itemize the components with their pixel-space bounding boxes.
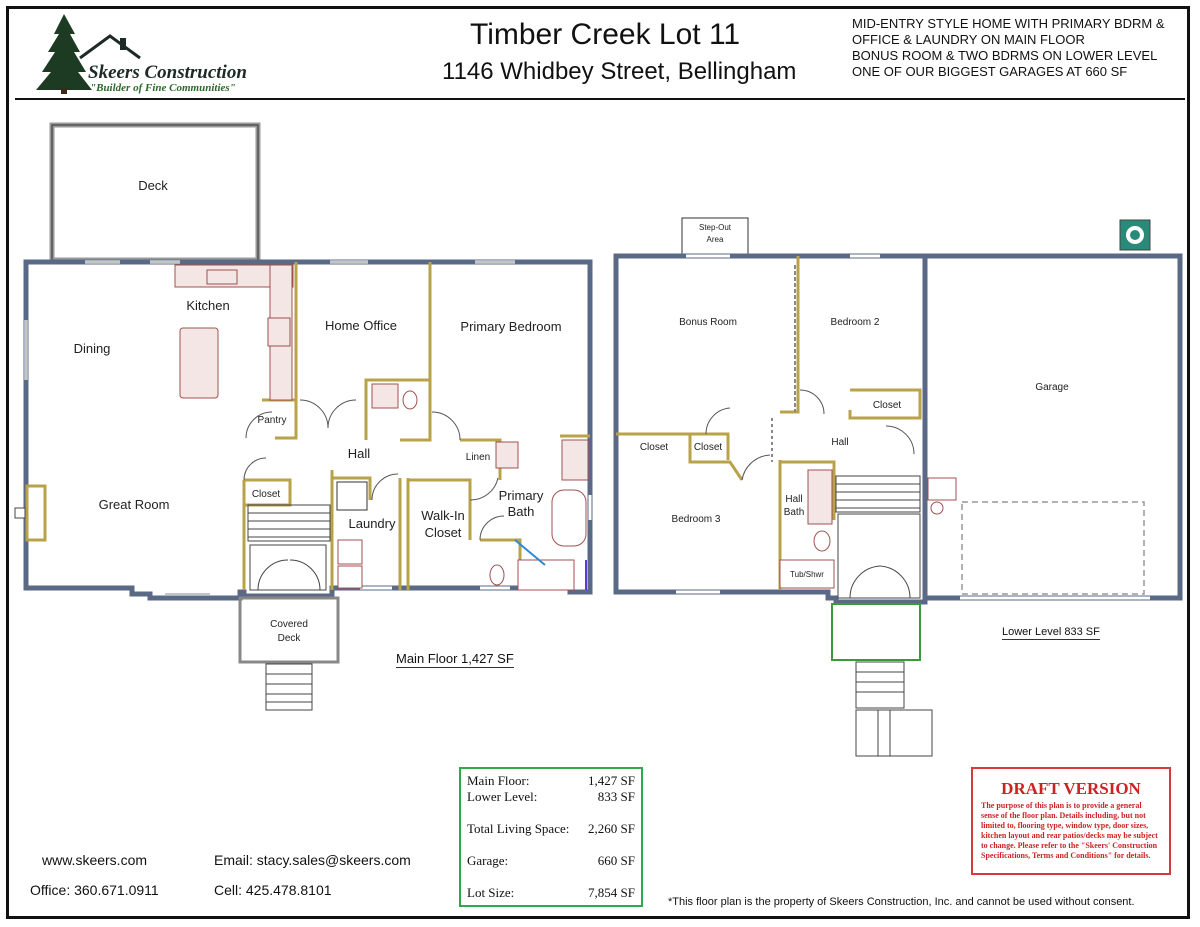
stat-label: Lot Size: (467, 885, 515, 900)
room-covered-deck-2: Deck (278, 633, 302, 644)
stat-row: Lot Size: 7,854 SF (467, 885, 635, 901)
room-home-office: Home Office (325, 318, 397, 333)
main-windows (24, 260, 592, 596)
garage-door (961, 501, 1145, 595)
lower-exterior-wall (613, 253, 1183, 605)
room-hall-bath-2: Bath (784, 507, 805, 518)
room-primary-bedroom: Primary Bedroom (460, 319, 561, 334)
draft-text: The purpose of this plan is to provide a… (981, 801, 1158, 860)
stat-value: 833 SF (597, 789, 635, 804)
main-exterior-wall (23, 259, 593, 601)
room-hall-bath: Hall (785, 494, 802, 505)
stat-row: Garage: 660 SF (467, 853, 635, 869)
room-closet-bedroom-2: Closet (873, 400, 902, 411)
room-closet-lower-1: Closet (640, 442, 669, 453)
room-linen: Linen (466, 452, 490, 463)
page-title: Timber Creek Lot 11 (470, 18, 741, 51)
room-hall: Hall (348, 446, 371, 461)
feature-line: BONUS ROOM & TWO BDRMS ON LOWER LEVEL (852, 48, 1158, 63)
stat-label: Garage: (467, 853, 509, 868)
property-address: 1146 Whidbey Street, Bellingham (442, 58, 797, 85)
chimney-icon (14, 507, 26, 519)
lower-level-plan: Tub/Shwr (613, 217, 1183, 757)
fireplace-icon (25, 484, 47, 542)
room-bedroom-2: Bedroom 2 (831, 317, 880, 328)
stat-row: Main Floor: 1,427 SF (467, 773, 635, 789)
stat-value: 7,854 SF (588, 885, 635, 900)
pine-tree-icon (36, 14, 141, 94)
room-step-out-area: Area (707, 235, 724, 244)
stat-label: Lower Level: (467, 789, 538, 804)
stat-value: 660 SF (597, 853, 635, 868)
company-logo: Skeers Construction "Builder of Fine Com… (24, 12, 264, 96)
lower-bath-fixtures (779, 469, 957, 589)
front-steps (265, 663, 313, 711)
website-link[interactable]: www.skeers.com (42, 852, 148, 868)
room-closet-lower-2: Closet (694, 442, 723, 453)
covered-deck-outline (238, 596, 340, 664)
stat-value: 2,260 SF (588, 821, 635, 836)
lower-entry-steps (855, 661, 933, 757)
header-divider (15, 98, 1185, 100)
water-heater-core (1130, 230, 1140, 240)
stat-label: Main Floor: (467, 773, 530, 788)
room-bonus-room: Bonus Room (679, 317, 737, 328)
feature-line: OFFICE & LAUNDRY ON MAIN FLOOR (852, 32, 1085, 47)
company-tagline: "Builder of Fine Communities" (90, 82, 236, 94)
stat-row: Lower Level: 833 SF (467, 789, 635, 805)
office-phone: Office: 360.671.0911 (30, 882, 159, 898)
feature-line: ONE OF OUR BIGGEST GARAGES AT 660 SF (852, 64, 1128, 79)
kitchen-counters (174, 264, 294, 401)
main-floor-caption: Main Floor 1,427 SF (396, 651, 514, 668)
step-out-area (681, 217, 749, 255)
email-link[interactable]: Email: stacy.sales@skeers.com (214, 852, 411, 868)
room-walk-in-closet: Closet (425, 525, 462, 540)
lower-entry-landing (831, 603, 921, 661)
room-walk-in: Walk-In (421, 508, 465, 523)
draft-heading: DRAFT VERSION (1001, 779, 1141, 798)
stat-value: 1,427 SF (588, 773, 635, 788)
room-step-out: Step-Out (699, 223, 732, 232)
room-primary-bath-2: Bath (508, 504, 535, 519)
lower-level-caption: Lower Level 833 SF (1002, 626, 1100, 640)
company-name: Skeers Construction (88, 62, 247, 83)
page-frame (6, 6, 1190, 919)
room-great-room: Great Room (99, 497, 170, 512)
main-doors (243, 399, 505, 541)
room-primary-bath: Primary (499, 488, 544, 503)
room-bedroom-3: Bedroom 3 (672, 514, 721, 525)
room-dining: Dining (74, 341, 111, 356)
square-footage-summary: Main Floor: 1,427 SF Lower Level: 833 SF… (459, 767, 643, 907)
room-hall-lower: Hall (831, 437, 848, 448)
lower-interior-walls (616, 256, 922, 590)
room-pantry: Pantry (258, 415, 287, 426)
feature-line: MID-ENTRY STYLE HOME WITH PRIMARY BDRM & (852, 16, 1165, 31)
main-bath-fixtures (336, 383, 589, 591)
room-laundry: Laundry (349, 516, 396, 531)
lower-windows (676, 254, 1150, 600)
room-deck: Deck (138, 178, 168, 193)
stat-label: Total Living Space: (467, 821, 570, 836)
room-kitchen: Kitchen (186, 298, 229, 313)
shower-glass (514, 539, 546, 566)
footer-disclaimer: *This floor plan is the property of Skee… (668, 896, 1135, 908)
fixture-tub: Tub/Shwr (790, 570, 824, 579)
room-covered-deck: Covered (270, 619, 308, 630)
stat-row: Total Living Space: 2,260 SF (467, 821, 635, 837)
home-features: MID-ENTRY STYLE HOME WITH PRIMARY BDRM &… (852, 16, 1182, 80)
lower-doors (705, 389, 915, 481)
lower-stairs (835, 475, 921, 599)
cell-phone: Cell: 425.478.8101 (214, 882, 332, 898)
main-stairs (247, 504, 331, 591)
room-closet: Closet (252, 489, 281, 500)
main-window-panes (25, 261, 515, 595)
draft-notice: DRAFT VERSION The purpose of this plan i… (971, 767, 1171, 875)
main-floor-plan: Deck Kitchen Dining Home Office Primary … (14, 122, 593, 711)
room-garage: Garage (1035, 382, 1069, 393)
